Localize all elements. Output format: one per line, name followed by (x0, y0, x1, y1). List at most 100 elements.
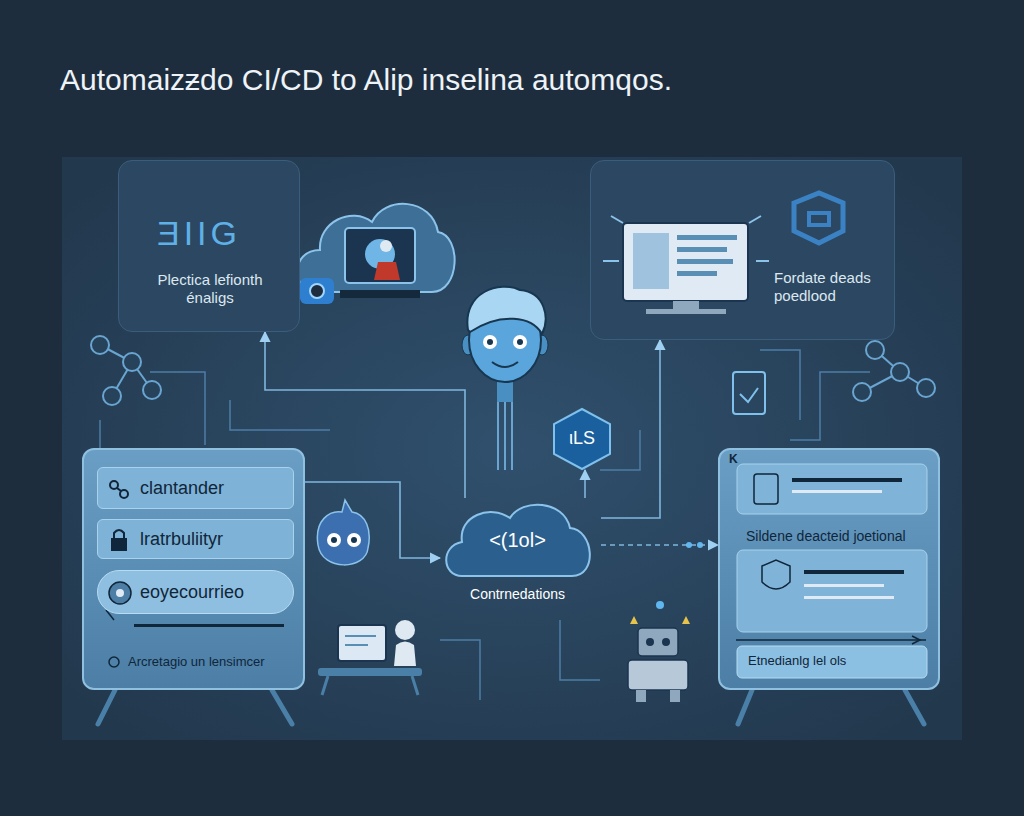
decoration (345, 228, 415, 283)
decoration (628, 660, 688, 690)
decoration (673, 301, 699, 309)
decoration (345, 635, 376, 637)
decoration (554, 409, 610, 469)
decoration (682, 616, 690, 624)
decoration (99, 420, 101, 450)
decoration (656, 601, 664, 609)
decoration (740, 388, 758, 402)
decoration (633, 233, 669, 289)
decoration (230, 400, 330, 430)
decoration (345, 644, 368, 646)
blob-robot (317, 500, 369, 565)
decoration (322, 676, 328, 695)
decoration (395, 620, 415, 640)
checkbox-icon (733, 372, 765, 414)
network-icon-left (91, 336, 161, 405)
marker-label: K (729, 452, 738, 466)
decoration (603, 260, 619, 262)
decoration (517, 339, 523, 345)
decoration (754, 474, 778, 504)
camera-icon (300, 278, 334, 304)
decoration (317, 500, 369, 565)
decoration (646, 638, 654, 646)
connector-arrow (584, 470, 586, 498)
decoration (912, 636, 920, 644)
node-text: Arcretagio un lensimcer (128, 654, 265, 670)
decoration (736, 464, 927, 678)
decoration (737, 550, 927, 632)
decoration (513, 335, 527, 349)
decoration (111, 538, 127, 551)
node-text: eoyecourrieo (140, 582, 244, 604)
decoration (110, 481, 118, 489)
node-text: Fordate deads poedlood (774, 269, 884, 305)
node-text: lratrbuliityr (140, 529, 223, 551)
hexagon-badge: ιLS (553, 408, 617, 470)
node-text: Plectica lefionth énaligs (145, 271, 275, 307)
node-text: <(1ol> (440, 528, 595, 552)
diagram-title: Automaizƶdo CI/CD to Alip inselina autom… (60, 62, 672, 98)
decoration (792, 478, 902, 482)
decoration (340, 290, 420, 298)
decoration (338, 625, 386, 661)
desk-figure (318, 620, 422, 695)
decoration (917, 379, 935, 397)
decoration (738, 690, 752, 724)
decoration (792, 490, 882, 493)
decoration (116, 589, 124, 597)
connector-arrow (601, 544, 718, 546)
detail-panel: Sildene deacteid joetionalEtnedianlg lel… (718, 448, 940, 690)
decoration (300, 278, 334, 304)
list-item: eoyecourrieo (97, 570, 294, 614)
decoration (467, 287, 545, 334)
decoration (737, 464, 927, 514)
info-panel: ƎIIGPlectica lefionth énaligs (118, 160, 300, 332)
main-panel (62, 157, 962, 740)
decoration (111, 530, 127, 551)
decoration (638, 628, 678, 656)
decoration (790, 372, 870, 440)
decoration (853, 383, 871, 401)
connector-arrow (305, 482, 440, 558)
decoration (310, 284, 324, 298)
node-text: Sildene deacteid joetional (746, 528, 906, 545)
decoration (905, 690, 924, 724)
decoration (756, 260, 769, 262)
decoration (677, 259, 733, 264)
decoration (762, 560, 790, 589)
list-panel: Arcretagio un lensimcer clantander lratrbu… (82, 448, 305, 690)
decoration (560, 620, 600, 680)
decoration (109, 582, 131, 604)
decoration (504, 402, 506, 470)
decoration (891, 363, 909, 381)
decoration (804, 596, 894, 599)
code-cloud: <(1ol>Contrnedations (440, 498, 601, 610)
decoration (662, 638, 670, 646)
decoration (646, 309, 726, 314)
decoration (733, 372, 765, 414)
decoration (123, 353, 141, 371)
decoration (110, 481, 128, 498)
decoration (114, 530, 124, 538)
node-text: Etnedianlg lel ols (748, 653, 846, 669)
decoration (794, 193, 843, 243)
decoration (98, 690, 115, 724)
decoration (737, 646, 927, 678)
node-text: clantander (140, 478, 224, 500)
info-panel: Fordate deads poedlood (590, 160, 895, 340)
node-text: ιLS (553, 428, 611, 450)
decoration (809, 213, 829, 225)
decoration (380, 240, 392, 252)
decoration (492, 362, 518, 367)
decoration (630, 616, 638, 624)
decoration (623, 223, 748, 301)
decoration (331, 537, 337, 543)
decoration (117, 488, 121, 491)
decoration (351, 537, 357, 543)
decoration (749, 216, 761, 223)
decoration (103, 387, 121, 405)
decoration (134, 624, 284, 627)
